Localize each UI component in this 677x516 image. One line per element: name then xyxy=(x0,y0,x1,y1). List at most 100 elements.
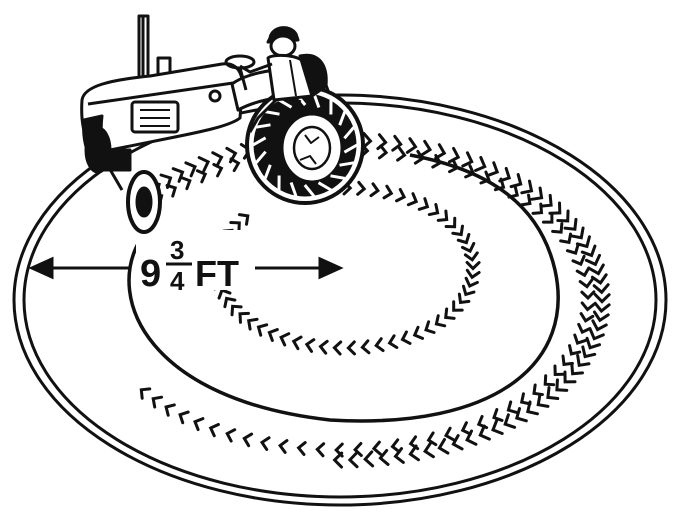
tire-track-chevron xyxy=(184,161,197,178)
tire-track-chevron xyxy=(412,325,425,340)
tire-track-chevron xyxy=(139,387,152,400)
tire-track-chevron xyxy=(217,288,232,300)
tire-track-chevron xyxy=(575,235,591,249)
tire-track-chevron xyxy=(423,441,435,459)
tire-track-chevron xyxy=(444,307,456,320)
tire-track-chevron xyxy=(536,393,550,408)
tire-track-chevron xyxy=(296,441,307,456)
tire-track-chevron xyxy=(570,226,585,240)
tire-track-chevron xyxy=(580,290,596,301)
tire-track-chevron xyxy=(387,334,399,349)
tire-track-chevron xyxy=(400,330,412,345)
tire-track-chevron xyxy=(225,428,237,443)
radius-numerator: 3 xyxy=(170,235,184,265)
radius-unit: FT xyxy=(195,253,239,294)
tire-track-chevron xyxy=(267,328,279,342)
tire-track-chevron xyxy=(377,144,389,160)
tire-track-chevron xyxy=(408,435,420,451)
tire-lug xyxy=(278,98,293,109)
tire-lug xyxy=(330,174,346,180)
tire-track-chevron xyxy=(539,193,553,208)
tire-track-chevron xyxy=(361,132,373,150)
tire-track-chevron xyxy=(304,338,316,353)
tire-track-chevron xyxy=(464,276,479,288)
tire-track-chevron xyxy=(479,170,491,185)
tire-lug xyxy=(317,181,332,192)
tire-track-chevron xyxy=(211,151,224,168)
driver-icon xyxy=(224,26,328,133)
tire-track-chevron xyxy=(588,263,605,276)
tire-track-chevron xyxy=(420,139,433,157)
tire-track-chevron xyxy=(246,317,259,331)
tire-track-chevron xyxy=(563,370,577,384)
tire-track-chevron xyxy=(444,216,457,229)
tire-track-chevron xyxy=(588,328,605,341)
tire-track-chevron xyxy=(278,439,289,454)
tire-track-chevron xyxy=(223,296,237,309)
tire-lug xyxy=(343,126,356,140)
tire-track-chevron xyxy=(436,209,449,222)
tire-track-chevron xyxy=(584,253,602,267)
tire-track-chevron xyxy=(592,283,610,295)
tire-track-chevron xyxy=(546,386,560,401)
tire-track-chevron xyxy=(426,431,438,447)
tire-track-chevron xyxy=(593,292,611,304)
tire-track-chevron xyxy=(491,419,504,435)
tire-track-chevron xyxy=(165,183,178,198)
rear-wheel xyxy=(245,85,365,205)
tire-track-chevron xyxy=(581,345,597,359)
tire-track-chevron xyxy=(164,403,176,417)
rear-tire-track-outer xyxy=(126,131,611,469)
tire-track-chevron xyxy=(460,421,472,436)
tire-track-chevron xyxy=(256,323,269,337)
tire-track-chevron xyxy=(573,333,588,346)
tire-lug xyxy=(289,181,298,197)
tire-track-chevron xyxy=(498,166,512,183)
tire-track-chevron xyxy=(543,374,556,387)
tire-track-chevron xyxy=(332,340,343,356)
tire-track-chevron xyxy=(360,339,371,355)
tire-track-chevron xyxy=(208,422,220,438)
tire-track-chevron xyxy=(561,354,574,367)
tire-track-chevron xyxy=(563,217,578,231)
tire-track-chevron xyxy=(519,392,532,406)
tire-track-chevron xyxy=(443,426,455,442)
tire-track-chevron xyxy=(291,335,303,351)
tire-track-chevron xyxy=(457,292,471,305)
tire-track-chevron xyxy=(465,268,481,280)
tire-track-chevron xyxy=(195,169,208,184)
tire-track-chevron xyxy=(520,179,534,195)
tire-track-chevron xyxy=(180,176,192,191)
tire-track-chevron xyxy=(463,251,479,262)
tire-lug xyxy=(255,123,271,129)
tire-track-chevron xyxy=(259,436,271,451)
tire-track-chevron xyxy=(592,310,610,323)
tire-track-chevron xyxy=(465,260,481,271)
tire-track-chevron xyxy=(492,408,504,422)
tire-track-chevron xyxy=(391,134,403,152)
rear-tire-track-inner xyxy=(209,180,481,356)
tire-track-chevron xyxy=(434,143,447,160)
tire-track-chevron xyxy=(318,339,329,355)
tire-track-chevron xyxy=(503,413,517,429)
tire-track-chevron xyxy=(390,438,401,454)
tire-track-chevron xyxy=(193,417,205,432)
tire-track-chevron xyxy=(229,157,241,173)
tire-track-chevron xyxy=(151,395,164,409)
radius-arrow-right xyxy=(255,256,344,280)
tire-track-chevron xyxy=(551,222,564,234)
tire-track-chevron xyxy=(514,407,528,423)
tractor-icon xyxy=(80,14,365,234)
tire-track-chevron xyxy=(456,232,471,245)
tire-track-chevron xyxy=(427,202,440,217)
tire-track-chevron xyxy=(556,209,570,223)
radius-whole: 9 xyxy=(140,253,161,295)
tire-track-chevron xyxy=(460,241,476,254)
tire-track-chevron xyxy=(396,146,407,162)
tire-track-chevron xyxy=(279,332,291,347)
tire-track-chevron xyxy=(591,319,608,332)
tire-track-chevron xyxy=(486,161,500,177)
tire-track-chevron xyxy=(371,440,382,456)
tire-track-chevron xyxy=(417,197,430,211)
tire-track-chevron xyxy=(347,451,359,469)
